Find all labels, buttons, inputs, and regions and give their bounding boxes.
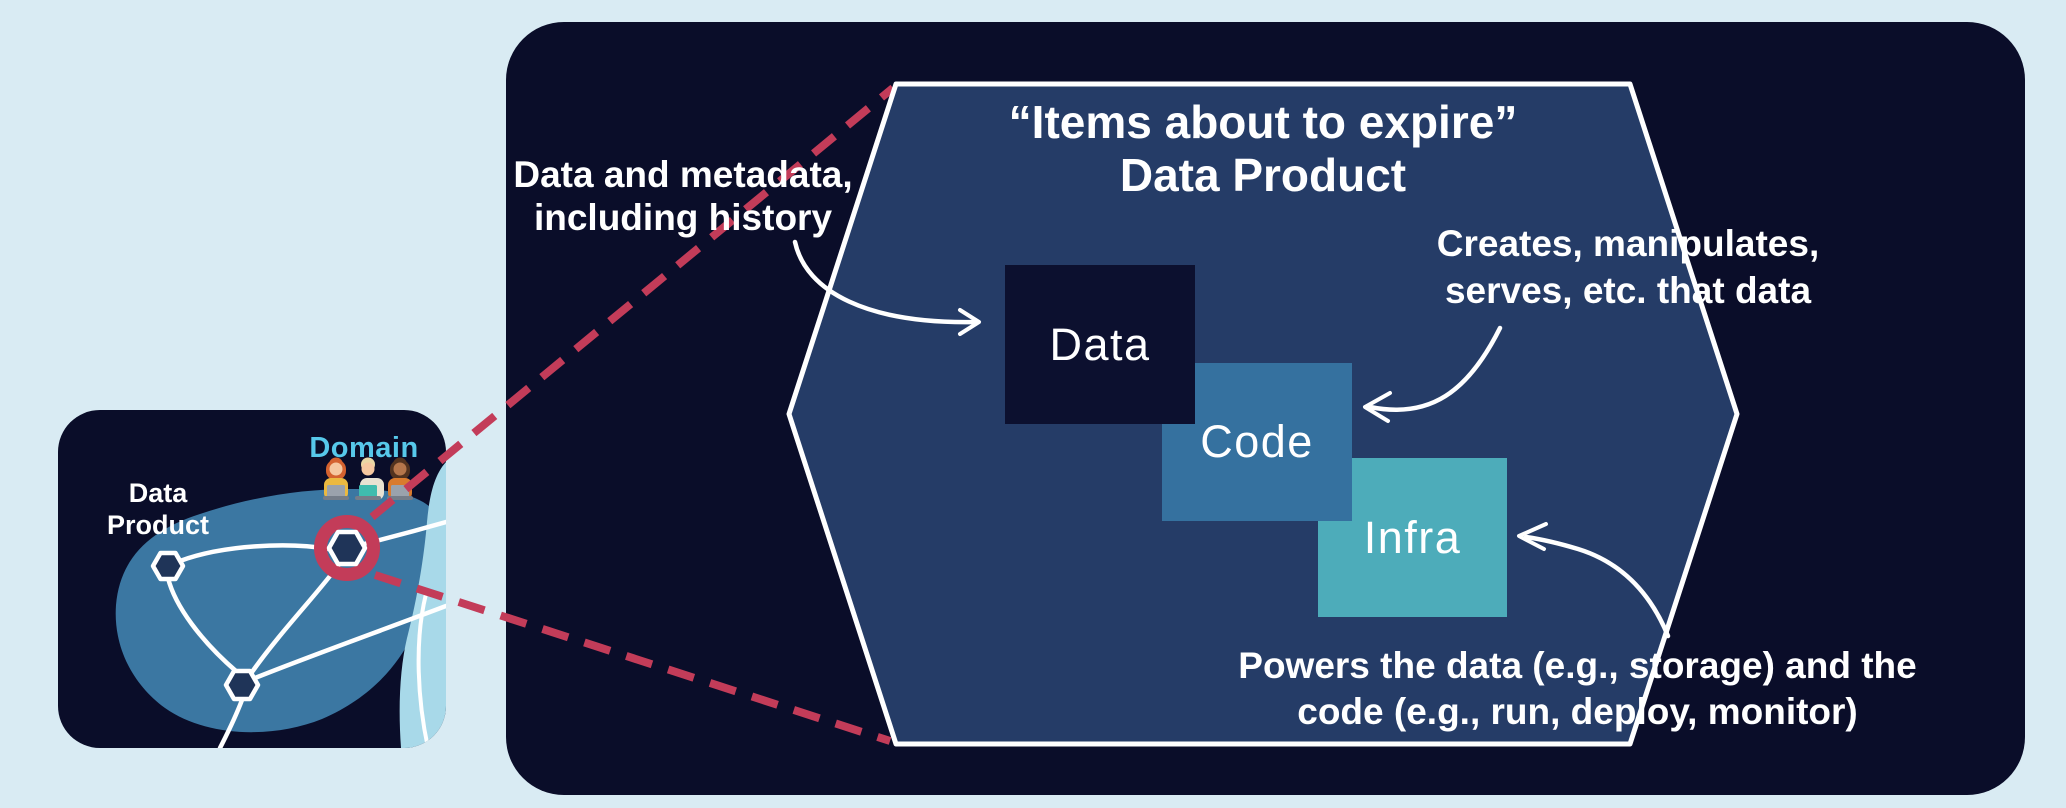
hexagon-node-icon (150, 529, 368, 702)
data-product-label-line1: Data (128, 478, 188, 508)
domain-label: Domain (309, 432, 419, 464)
annotation-infra-line1: Powers the data (e.g., storage) and the (1238, 645, 1917, 686)
annotation-code-line1: Creates, manipulates, (1436, 223, 1820, 264)
code-box-label: Code (1200, 416, 1314, 467)
data-product-label-line2: Product (106, 509, 209, 540)
zoom-guide-dashes-icon (369, 84, 896, 745)
person-icon (323, 457, 349, 500)
annotation-infra: Powers the data (e.g., storage) and the … (1200, 643, 1955, 735)
annotation-code: Creates, manipulates, serves, etc. that … (1388, 220, 1868, 315)
annotation-infra-line2: code (e.g., run, deploy, monitor) (1297, 690, 1858, 732)
hexagon-title-line2: Data Product (1119, 149, 1407, 202)
annotation-code-line2: serves, etc. that data (1444, 270, 1812, 312)
data-box: Data (1005, 265, 1195, 424)
hexagon-title-line1: “Items about to expire” (1008, 96, 1518, 148)
infra-box-label: Infra (1363, 511, 1462, 563)
annotation-data-line1: Data and metadata, (513, 154, 853, 195)
annotation-data: Data and metadata, including history (478, 154, 888, 240)
person-icon (387, 457, 413, 500)
annotation-data-line2: including history (533, 196, 833, 238)
person-icon (355, 457, 384, 500)
domain-map-art (115, 457, 446, 748)
hexagon-title: “Items about to expire” Data Product (963, 96, 1563, 203)
highlight-ring-icon (314, 515, 380, 581)
data-box-label: Data (1049, 318, 1151, 370)
data-product-label: Data Product (86, 478, 230, 542)
